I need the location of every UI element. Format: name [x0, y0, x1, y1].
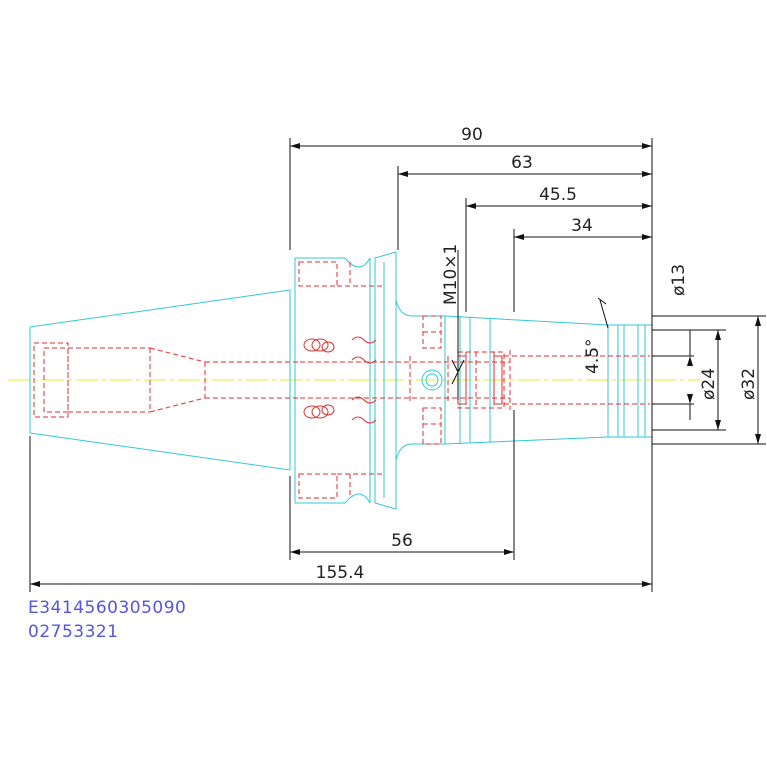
dia-32-label: ø32: [739, 368, 759, 400]
dim-34-label: 34: [571, 216, 593, 236]
dimension-arrows: [30, 143, 761, 587]
thread-label: M10×1: [441, 244, 461, 305]
screw-details: [303, 336, 503, 424]
dim-155-4-label: 155.4: [316, 563, 365, 583]
dia-13-label: ø13: [669, 264, 689, 296]
part-code-line2: 02753321: [28, 622, 119, 642]
dim-90-label: 90: [461, 125, 483, 145]
part-code-line1: E3414560305090: [28, 598, 187, 618]
dimension-lines: [29, 138, 766, 592]
dia-24-label: ø24: [699, 368, 719, 400]
dim-45-5-label: 45.5: [539, 185, 577, 205]
dim-56-label: 56: [391, 531, 413, 551]
dim-63-label: 63: [511, 153, 533, 173]
taper-angle-label: 4.5°: [583, 338, 603, 374]
holder-outline: [29, 251, 653, 510]
